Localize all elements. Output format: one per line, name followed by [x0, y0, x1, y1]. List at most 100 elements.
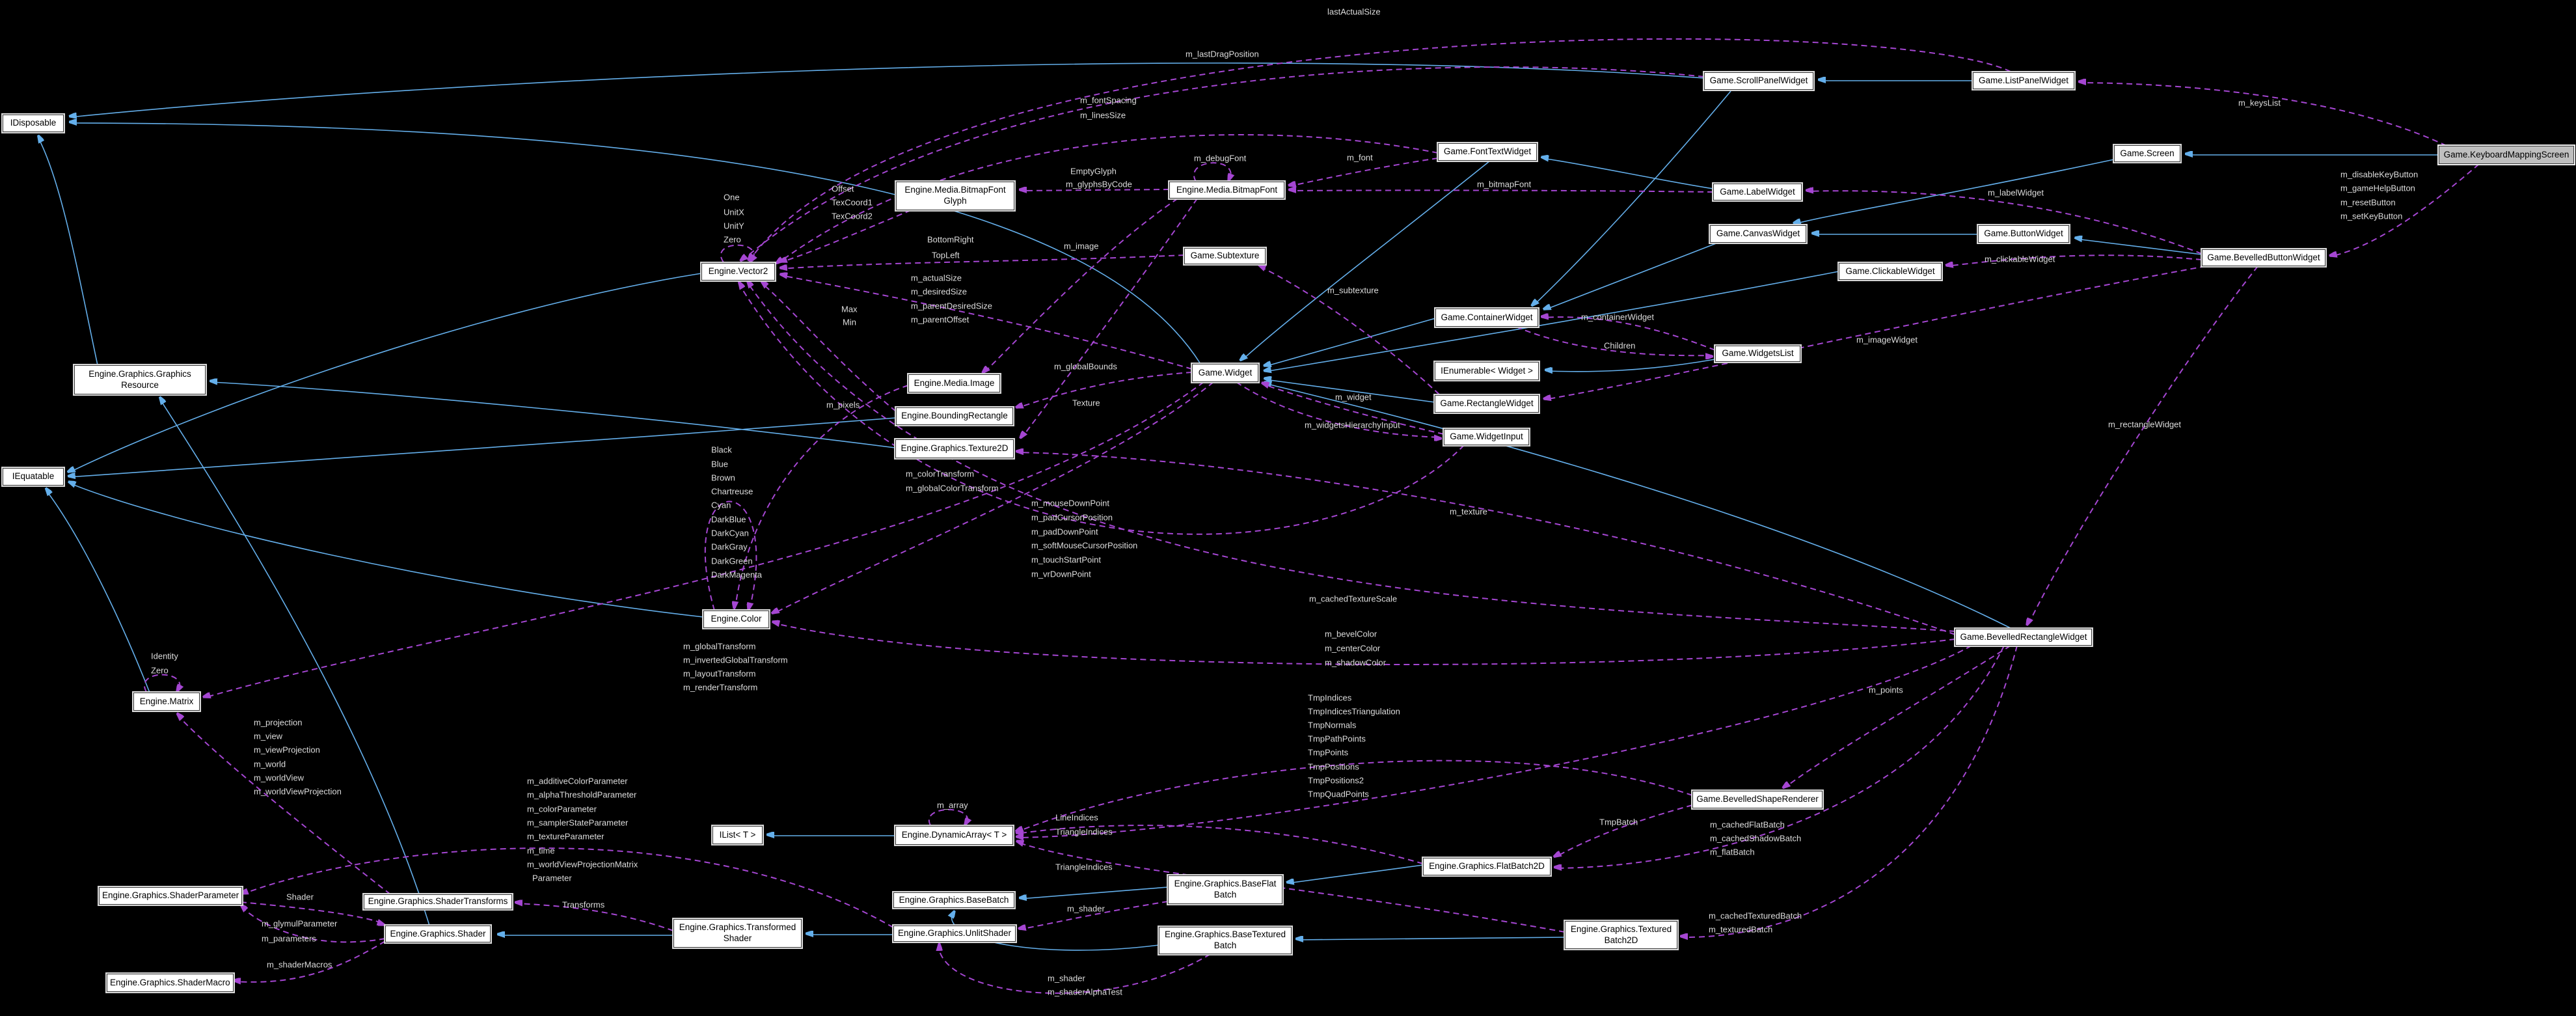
edge-label: DarkGray: [711, 542, 748, 552]
member-edge: [1515, 326, 1712, 355]
member-edge: [1555, 645, 2005, 868]
edge-label: m_imageWidget: [1856, 335, 1918, 345]
class-node-fonttext-widget[interactable]: Game.FontTextWidget: [1438, 143, 1537, 161]
class-node-widget-input[interactable]: Game.WidgetInput: [1444, 429, 1529, 445]
edge-label: m_worldView: [254, 773, 305, 783]
edge-label: m_labelWidget: [1988, 187, 2044, 198]
edge-label: m_flatBatch: [1710, 847, 1755, 857]
class-node-ilist[interactable]: IList< T >: [712, 826, 763, 844]
edge-label: m_centerColor: [1325, 643, 1381, 653]
class-node-widget[interactable]: Game.Widget: [1192, 364, 1258, 382]
inheritance-edge: [38, 137, 98, 366]
edge-label: m_font: [1347, 152, 1373, 163]
member-edge: [1290, 158, 1439, 186]
class-node-bevelledbutton-widget[interactable]: Game.BevelledButtonWidget: [2202, 249, 2325, 266]
edge-label: DarkMagenta: [711, 570, 763, 580]
edge-label: Shader: [286, 892, 314, 902]
edge-label: m_texture: [1450, 506, 1487, 517]
class-node-shader-parameter[interactable]: Engine.Graphics.ShaderParameter: [99, 887, 243, 905]
edge-label: Cyan: [711, 500, 731, 510]
class-node-iequatable[interactable]: IEquatable: [3, 468, 64, 486]
class-node-unlitshader[interactable]: Engine.Graphics.UnlitShader: [893, 926, 1016, 942]
edge-label: m_subtexture: [1327, 285, 1379, 295]
class-node-ienumerable-widget[interactable]: IEnumerable< Widget >: [1435, 362, 1539, 380]
edge-label: m_invertedGlobalTransform: [683, 655, 788, 665]
class-node-dynamicarray[interactable]: Engine.DynamicArray< T >: [895, 826, 1013, 845]
class-node-canvas-widget[interactable]: Game.CanvasWidget: [1710, 225, 1806, 243]
class-node-label: Engine.Graphics.BaseFlat: [1174, 879, 1277, 889]
class-node-shader-macro[interactable]: Engine.Graphics.ShaderMacro: [107, 974, 234, 992]
class-node-flatbatch2d[interactable]: Engine.Graphics.FlatBatch2D: [1423, 858, 1551, 875]
class-node-vector2[interactable]: Engine.Vector2: [701, 263, 775, 281]
class-node-button-widget[interactable]: Game.ButtonWidget: [1978, 225, 2069, 243]
edge-label: m_worldViewProjection: [254, 786, 342, 797]
edge-label: m_rectangleWidget: [2108, 419, 2181, 430]
member-edge: [1017, 372, 1193, 409]
class-node-bitmapfont[interactable]: Engine.Media.BitmapFont: [1169, 182, 1284, 199]
edge-label: LineIndices: [1055, 812, 1098, 823]
edge-label: m_parentDesiredSize: [911, 301, 993, 311]
class-node-rectangle-widget[interactable]: Game.RectangleWidget: [1435, 395, 1539, 413]
edge-label: Brown: [711, 473, 735, 483]
inheritance-edge: [1542, 158, 1714, 189]
member-edge: [241, 906, 386, 943]
member-edge: [516, 903, 674, 931]
class-node-media-image[interactable]: Engine.Media.Image: [908, 374, 1000, 392]
class-node-scrollpanel-widget[interactable]: Game.ScrollPanelWidget: [1704, 72, 1813, 90]
class-node-label-widget[interactable]: Game.LabelWidget: [1713, 184, 1802, 200]
class-node-label: Game.Subtexture: [1190, 251, 1260, 261]
class-node-label: Game.LabelWidget: [1720, 186, 1795, 197]
edge-label: m_parameters: [262, 933, 316, 944]
edge-label: TopLeft: [932, 250, 960, 260]
class-node-matrix[interactable]: Engine.Matrix: [133, 693, 200, 711]
edge-label: m_shaderAlphaTest: [1048, 987, 1122, 997]
class-node-widgets-list[interactable]: Game.WidgetsList: [1715, 346, 1800, 362]
class-node-subtexture[interactable]: Game.Subtexture: [1184, 248, 1266, 264]
edge-label: DarkCyan: [711, 528, 749, 538]
class-node-bevelledshape-renderer[interactable]: Game.BevelledShapeRenderer: [1692, 791, 1823, 808]
class-node-bounding-rectangle[interactable]: Engine.BoundingRectangle: [896, 407, 1013, 425]
class-node-label: Game.Screen: [2120, 148, 2175, 158]
member-edge: [1555, 804, 1693, 857]
class-node-shader-transforms[interactable]: Engine.Graphics.ShaderTransforms: [364, 894, 512, 909]
edge-label: m_projection: [254, 717, 303, 728]
inheritance-edge: [159, 398, 430, 926]
class-node-label: Engine.Graphics.Transformed: [679, 922, 796, 933]
class-node-listpanel-widget[interactable]: Game.ListPanelWidget: [1973, 72, 2074, 89]
inheritance-edge: [1297, 937, 1566, 940]
edge-label: m_glymulParameter: [262, 918, 338, 929]
class-node-label: Game.ListPanelWidget: [1978, 75, 2069, 85]
class-node-texture2d[interactable]: Engine.Graphics.Texture2D: [895, 439, 1014, 458]
class-node-idisposable[interactable]: IDisposable: [3, 115, 64, 132]
class-node-color[interactable]: Engine.Color: [703, 611, 769, 628]
inheritance-edge: [211, 382, 896, 448]
edge-label: m_textureParameter: [527, 831, 604, 842]
edge-label: m_disableKeyButton: [2340, 169, 2419, 180]
class-node-clickable-widget[interactable]: Game.ClickableWidget: [1839, 263, 1942, 280]
class-node-label: Game.CanvasWidget: [1716, 228, 1800, 239]
edge-label: m_actualSize: [911, 273, 962, 283]
class-node-label: Engine.Color: [711, 614, 762, 624]
edge-label: TmpBatch: [1599, 817, 1638, 827]
edge-label: TmpNormals: [1308, 720, 1357, 730]
edge-label: m_image: [1064, 241, 1099, 251]
class-node-label: Game.BevelledShapeRenderer: [1696, 794, 1819, 804]
member-edge: [773, 381, 1214, 614]
class-node-basebatch[interactable]: Engine.Graphics.BaseBatch: [893, 892, 1014, 908]
member-edge: [928, 808, 968, 825]
class-node-bevelledrectangle-widget[interactable]: Game.BevelledRectangleWidget: [1955, 629, 2092, 646]
class-node-container-widget[interactable]: Game.ContainerWidget: [1435, 309, 1538, 327]
class-node-screen[interactable]: Game.Screen: [2114, 145, 2180, 162]
edge-label: m_points: [1869, 685, 1903, 695]
class-node-shader[interactable]: Engine.Graphics.Shader: [385, 926, 491, 942]
class-node-label: Game.BevelledButtonWidget: [2207, 252, 2320, 262]
edge-label: TmpPositions2: [1308, 775, 1364, 786]
edge-label: m_softMouseCursorPosition: [1031, 540, 1138, 551]
